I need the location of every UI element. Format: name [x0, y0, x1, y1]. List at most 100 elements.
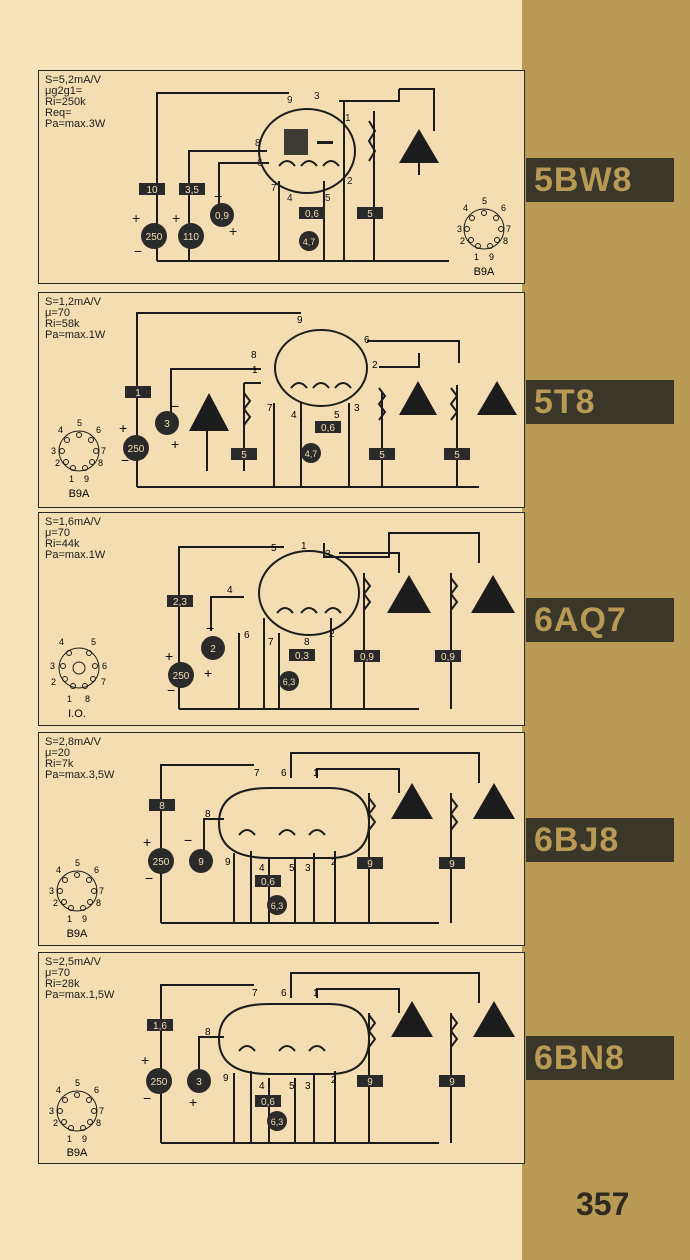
svg-text:+: + — [143, 834, 151, 850]
spec-line: Pa=max.3,5W — [45, 769, 115, 781]
svg-text:7: 7 — [99, 1106, 104, 1116]
tube-name-label: 5T8 — [526, 380, 674, 424]
pin-number: 4 — [227, 585, 233, 596]
value-label: 5 — [379, 450, 385, 461]
value-label: 3,5 — [185, 185, 199, 196]
svg-text:3: 3 — [49, 1106, 54, 1116]
value-label: 3 — [164, 419, 170, 430]
value-label: 1,6 — [153, 1021, 167, 1032]
svg-text:−: − — [206, 620, 214, 636]
svg-text:6: 6 — [94, 865, 99, 875]
base-name: B9A — [474, 266, 495, 278]
value-label: 10 — [146, 185, 158, 196]
tube-name-label: 5BW8 — [526, 158, 674, 202]
spec-line: μ=70 — [45, 967, 70, 979]
svg-text:5: 5 — [482, 196, 487, 206]
pin-number: 8 — [255, 138, 261, 149]
svg-text:1: 1 — [67, 694, 72, 704]
value-label: 250 — [153, 857, 170, 868]
pin-number: 9 — [223, 1073, 229, 1084]
svg-text:4: 4 — [56, 865, 61, 875]
pin-number: 8 — [205, 809, 211, 820]
svg-text:3: 3 — [51, 446, 56, 456]
svg-text:+: + — [204, 665, 212, 681]
pin-number: 1 — [345, 113, 351, 124]
tube-panel-5bw8: S=5,2mA/V μg2g1= Ri=250k Req= Pa=max.3W — [38, 70, 525, 284]
schematic-diagram: 1 3 250 5 4,7 0,6 5 5 9 8 1 6 2 7 4 5 3 … — [51, 312, 517, 500]
spec-line: Ri=250k — [45, 96, 86, 108]
pin-number: 6 — [364, 335, 370, 346]
spec-line: μ=20 — [45, 747, 70, 759]
svg-text:+: + — [132, 210, 140, 226]
spec-line: Pa=max.1,5W — [45, 989, 115, 1001]
value-label: 0,6 — [305, 209, 319, 220]
spec-line: Pa=max.1W — [45, 329, 106, 341]
value-label: 0,3 — [295, 651, 309, 662]
svg-text:2: 2 — [51, 677, 56, 687]
pin-number: 4 — [259, 1081, 265, 1092]
pin-number: 8 — [205, 1027, 211, 1038]
pin-number: 5 — [325, 193, 331, 204]
value-label: 4,7 — [303, 237, 316, 247]
spec-line: μ=70 — [45, 527, 70, 539]
base-diagram: 5 4 6 3 7 2 8 1 9 B9A — [49, 858, 104, 940]
svg-text:5: 5 — [91, 637, 96, 647]
svg-text:−: − — [145, 870, 153, 886]
value-label: 9 — [367, 1077, 373, 1088]
svg-text:3: 3 — [49, 886, 54, 896]
svg-text:7: 7 — [506, 224, 511, 234]
svg-text:6: 6 — [102, 661, 107, 671]
svg-text:+: + — [165, 648, 173, 664]
base-name: B9A — [67, 1147, 88, 1159]
pin-number: 3 — [354, 403, 360, 414]
pin-number: 7 — [267, 403, 273, 414]
svg-text:6: 6 — [96, 425, 101, 435]
pin-number: 9 — [297, 315, 303, 326]
pin-number: 6 — [281, 768, 287, 779]
pin-number: 1 — [301, 541, 307, 552]
spec-line: S=2,5mA/V — [45, 956, 101, 968]
svg-text:5: 5 — [77, 418, 82, 428]
specs-block: S=1,6mA/V μ=70 Ri=44k Pa=max.1W — [45, 517, 105, 561]
value-label: 8 — [159, 801, 165, 812]
base-diagram: 5 4 6 3 7 2 8 1 9 B9A — [51, 418, 106, 500]
svg-text:7: 7 — [99, 886, 104, 896]
pin-number: 8 — [304, 637, 310, 648]
spec-line: Req= — [45, 107, 72, 119]
pin-number: 8 — [251, 350, 257, 361]
value-label: 0,6 — [261, 1097, 275, 1108]
svg-text:2: 2 — [53, 1118, 58, 1128]
value-label: 9 — [449, 859, 455, 870]
specs-block: S=2,5mA/V μ=70 Ri=28k Pa=max.1,5W — [45, 957, 114, 1001]
value-label: 9 — [367, 859, 373, 870]
schematic-diagram: 1,6 250 3 0,6 6,3 9 9 7 6 1 8 9 4 5 3 2 … — [49, 972, 515, 1159]
pin-number: 5 — [289, 863, 295, 874]
specs-block: S=1,2mA/V μ=70 Ri=58k Pa=max.1W — [45, 297, 105, 341]
pin-number: 3 — [305, 863, 311, 874]
svg-text:−: − — [184, 832, 192, 848]
pin-number: 9 — [287, 95, 293, 106]
value-label: 250 — [146, 232, 163, 243]
base-diagram: 5 4 6 3 7 2 8 1 9 B9A — [49, 1078, 104, 1159]
svg-text:−: − — [214, 188, 222, 204]
specs-block: S=5,2mA/V μg2g1= Ri=250k Req= Pa=max.3W — [45, 75, 105, 130]
pin-number: 5 — [289, 1081, 295, 1092]
svg-text:4: 4 — [56, 1085, 61, 1095]
base-diagram: 4 5 3 6 2 7 1 8 I.O. — [50, 637, 107, 720]
spec-line: Ri=28k — [45, 978, 80, 990]
pin-number: 3 — [314, 91, 320, 102]
svg-text:6: 6 — [501, 203, 506, 213]
specs-block: S=2,8mA/V μ=20 Ri=7k Pa=max.3,5W — [45, 737, 114, 781]
value-label: 0,9 — [215, 211, 229, 222]
svg-text:4: 4 — [463, 203, 468, 213]
svg-text:+: + — [119, 420, 127, 436]
spec-line: S=5,2mA/V — [45, 74, 101, 86]
pin-number: 7 — [271, 183, 277, 194]
svg-text:+: + — [171, 436, 179, 452]
svg-text:2: 2 — [53, 898, 58, 908]
value-label: 6,3 — [271, 1117, 284, 1127]
schematic-diagram: 10 3,5 0,9 250 110 0,6 4,7 5 9 3 1 8 6 7… — [132, 88, 511, 278]
base-name: B9A — [67, 928, 88, 940]
value-label: 250 — [151, 1077, 168, 1088]
